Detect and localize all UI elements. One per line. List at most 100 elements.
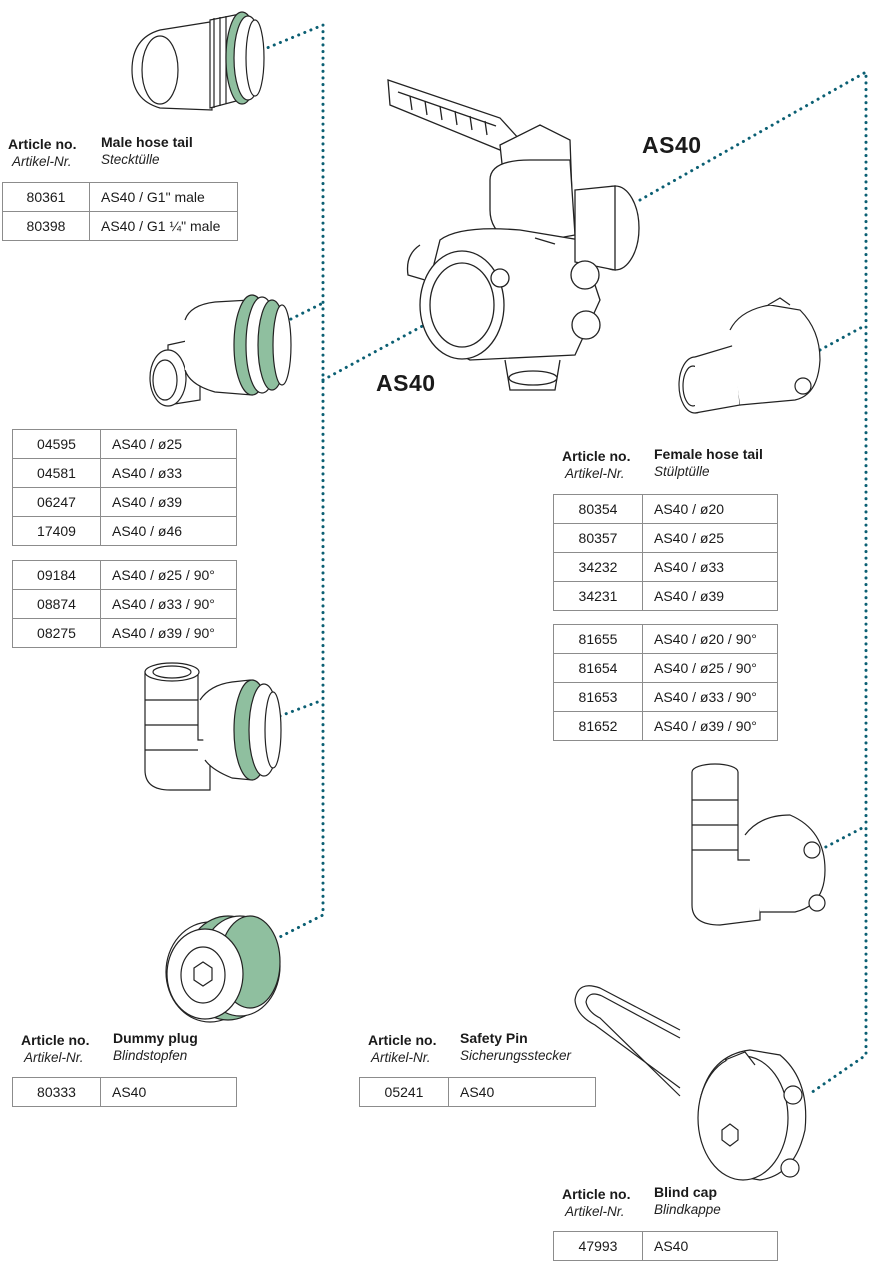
article-description: AS40 / ø33 / 90°: [642, 682, 778, 712]
female-hose-tail-angled-drawing: [691, 763, 826, 926]
male-hose-tail-header: Article no. Artikel-Nr. Male hose tail S…: [8, 134, 238, 175]
valve-label-top: AS40: [642, 132, 702, 158]
article-description: AS40 / ø33: [642, 552, 778, 582]
product-title: Safety Pin: [460, 1030, 528, 1046]
article-number: 80361: [2, 182, 90, 212]
safety-pin-table: 05241 AS40: [359, 1077, 596, 1107]
table-row: 05241 AS40: [359, 1077, 596, 1107]
table-row: 17409 AS40 / ø46: [12, 516, 237, 546]
product-title: Blind cap: [654, 1184, 718, 1200]
article-description: AS40 / ø39: [642, 581, 778, 611]
article-no-label: Article no.: [8, 136, 77, 152]
article-no-sublabel: Artikel-Nr.: [371, 1050, 431, 1065]
product-subtitle: Stülptülle: [654, 464, 710, 479]
product-subtitle: Blindkappe: [654, 1202, 721, 1217]
article-no-label: Article no.: [368, 1032, 437, 1048]
table-row: 80354 AS40 / ø20: [553, 494, 778, 524]
table-row: 81655 AS40 / ø20 / 90°: [553, 624, 778, 654]
article-number: 81653: [553, 682, 643, 712]
valve-body-drawing: [387, 79, 640, 391]
dummy-plug-table: 80333 AS40: [12, 1077, 237, 1107]
table-row: 47993 AS40: [553, 1231, 778, 1261]
article-number: 04595: [12, 429, 101, 459]
article-description: AS40 / ø39 / 90°: [642, 711, 778, 741]
article-number: 05241: [359, 1077, 449, 1107]
blind-cap-header: Article no. Artikel-Nr. Blind cap Blindk…: [562, 1184, 777, 1225]
article-description: AS40 / ø39 / 90°: [100, 618, 237, 648]
table-row: 08275 AS40 / ø39 / 90°: [12, 618, 237, 648]
male-hose-tail-table-angled: 09184 AS40 / ø25 / 90° 08874 AS40 / ø33 …: [12, 560, 237, 648]
female-hose-tail-straight-drawing: [678, 297, 821, 414]
safety-pin-drawing: [574, 985, 681, 1097]
article-description: AS40 / ø25: [100, 429, 237, 459]
female-hose-tail-table-angled: 81655 AS40 / ø20 / 90° 81654 AS40 / ø25 …: [553, 624, 778, 741]
article-no-sublabel: Artikel-Nr.: [565, 1204, 625, 1219]
article-number: 80333: [12, 1077, 101, 1107]
table-row: 81654 AS40 / ø25 / 90°: [553, 653, 778, 683]
product-subtitle: Stecktülle: [101, 152, 160, 167]
female-hose-tail-header: Article no. Artikel-Nr. Female hose tail…: [562, 446, 792, 487]
article-number: 80398: [2, 211, 90, 241]
article-description: AS40 / ø20 / 90°: [642, 624, 778, 654]
article-number: 34231: [553, 581, 643, 611]
article-no-label: Article no.: [562, 448, 631, 464]
article-number: 80354: [553, 494, 643, 524]
article-description: AS40 / ø33 / 90°: [100, 589, 237, 619]
table-row: 80357 AS40 / ø25: [553, 523, 778, 553]
article-no-label: Article no.: [21, 1032, 90, 1048]
article-no-label: Article no.: [562, 1186, 631, 1202]
female-hose-tail-table-straight: 80354 AS40 / ø20 80357 AS40 / ø25 34232 …: [553, 494, 778, 611]
table-row: 81653 AS40 / ø33 / 90°: [553, 682, 778, 712]
article-number: 80357: [553, 523, 643, 553]
product-title: Female hose tail: [654, 446, 763, 462]
male-hose-tail-straight-drawing: [149, 294, 292, 407]
male-hose-tail-table-threaded: 80361 AS40 / G1" male 80398 AS40 / G1 ¼"…: [2, 182, 238, 241]
table-row: 34232 AS40 / ø33: [553, 552, 778, 582]
article-description: AS40 / ø46: [100, 516, 237, 546]
table-row: 09184 AS40 / ø25 / 90°: [12, 560, 237, 590]
article-description: AS40 / G1" male: [89, 182, 238, 212]
table-row: 06247 AS40 / ø39: [12, 487, 237, 517]
article-number: 34232: [553, 552, 643, 582]
article-number: 47993: [553, 1231, 643, 1261]
article-description: AS40: [642, 1231, 778, 1261]
article-number: 81654: [553, 653, 643, 683]
article-number: 04581: [12, 458, 101, 488]
table-row: 34231 AS40 / ø39: [553, 581, 778, 611]
article-number: 08874: [12, 589, 101, 619]
table-row: 80333 AS40: [12, 1077, 237, 1107]
male-hose-tail-threaded-drawing: [131, 11, 265, 111]
product-subtitle: Sicherungsstecker: [460, 1048, 572, 1063]
article-description: AS40 / ø33: [100, 458, 237, 488]
table-row: 80398 AS40 / G1 ¼" male: [2, 211, 238, 241]
article-no-sublabel: Artikel-Nr.: [24, 1050, 84, 1065]
article-number: 17409: [12, 516, 101, 546]
male-hose-tail-table-straight: 04595 AS40 / ø25 04581 AS40 / ø33 06247 …: [12, 429, 237, 546]
table-row: 04595 AS40 / ø25: [12, 429, 237, 459]
article-description: AS40: [100, 1077, 237, 1107]
safety-pin-header: Article no. Artikel-Nr. Safety Pin Siche…: [368, 1030, 598, 1071]
product-title: Dummy plug: [113, 1030, 198, 1046]
table-row: 08874 AS40 / ø33 / 90°: [12, 589, 237, 619]
valve-label-bottom: AS40: [376, 370, 436, 396]
dummy-plug-drawing: [165, 915, 281, 1023]
article-description: AS40 / ø25 / 90°: [100, 560, 237, 590]
article-description: AS40: [448, 1077, 596, 1107]
article-number: 09184: [12, 560, 101, 590]
blind-cap-drawing: [697, 1049, 807, 1181]
article-no-sublabel: Artikel-Nr.: [12, 154, 72, 169]
article-number: 08275: [12, 618, 101, 648]
connector-lines: [260, 22, 868, 1097]
table-row: 04581 AS40 / ø33: [12, 458, 237, 488]
article-description: AS40 / ø39: [100, 487, 237, 517]
table-row: 80361 AS40 / G1" male: [2, 182, 238, 212]
dummy-plug-header: Article no. Artikel-Nr. Dummy plug Blind…: [21, 1030, 236, 1071]
product-subtitle: Blindstopfen: [113, 1048, 188, 1063]
article-number: 06247: [12, 487, 101, 517]
table-row: 81652 AS40 / ø39 / 90°: [553, 711, 778, 741]
article-number: 81652: [553, 711, 643, 741]
blind-cap-table: 47993 AS40: [553, 1231, 778, 1261]
article-number: 81655: [553, 624, 643, 654]
article-description: AS40 / ø25: [642, 523, 778, 553]
